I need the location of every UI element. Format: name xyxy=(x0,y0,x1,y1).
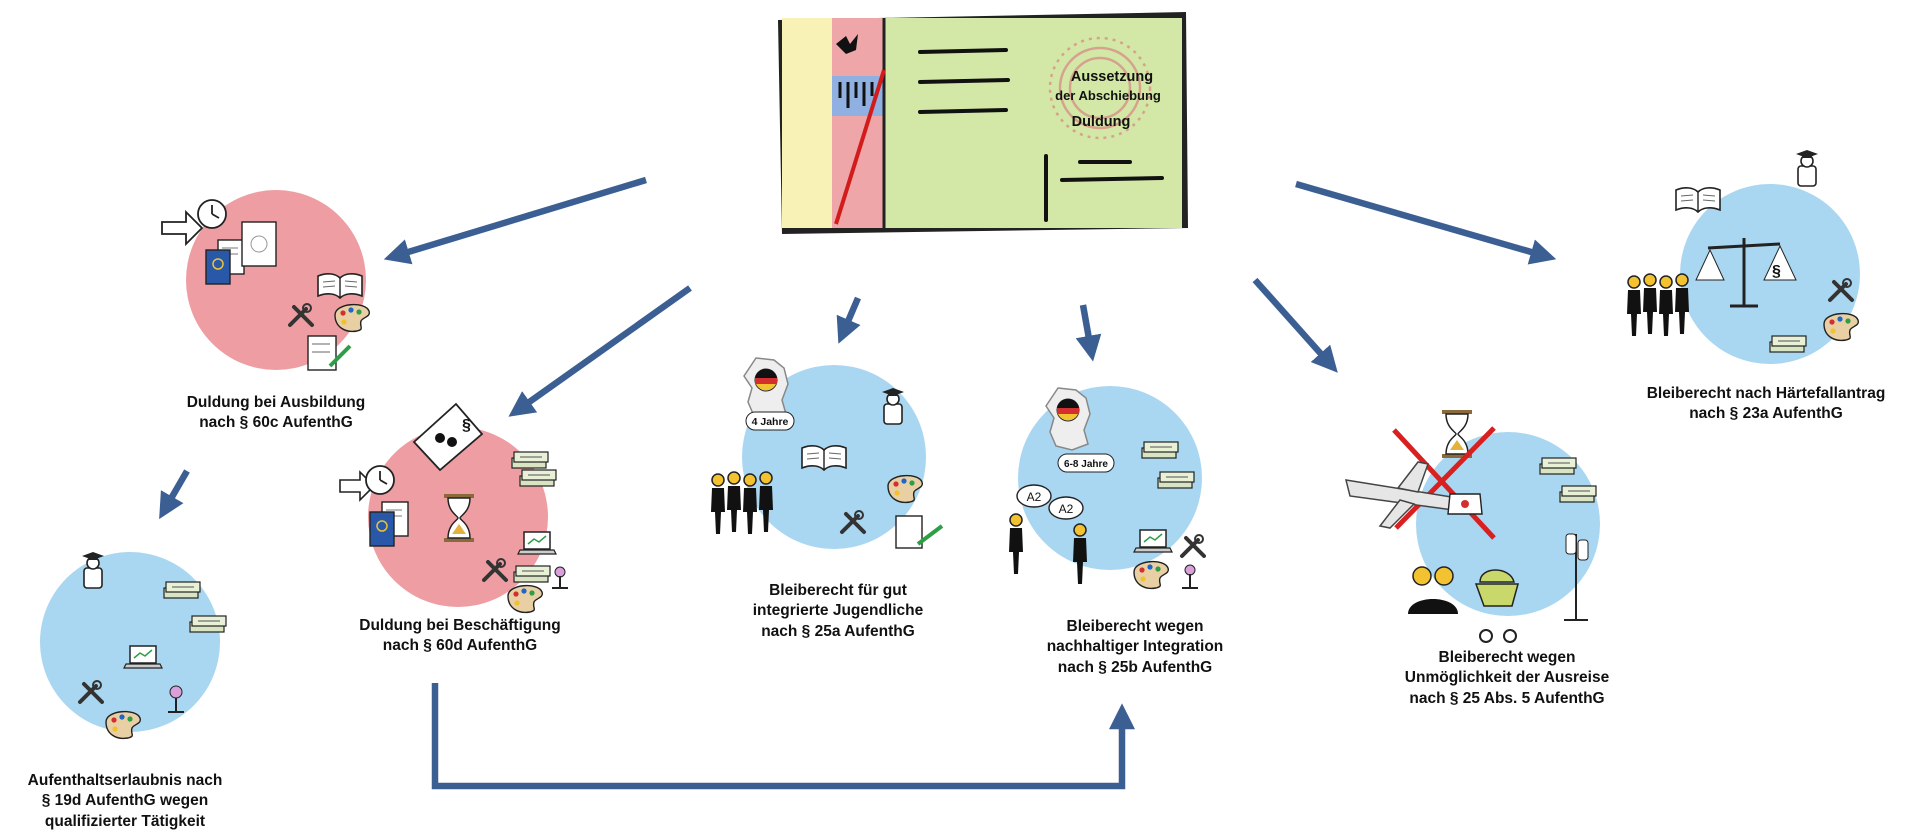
money-icon xyxy=(1769,335,1807,353)
person-icon xyxy=(742,473,758,535)
speech-bubble-icon: A2 xyxy=(1048,496,1084,520)
node-19d xyxy=(40,551,227,740)
clock-icon xyxy=(365,465,395,495)
laptop-icon xyxy=(517,531,557,555)
badge-4-jahre: 4 Jahre xyxy=(745,411,795,431)
book-icon xyxy=(801,445,847,471)
palette-icon xyxy=(1133,560,1170,590)
contract-icon xyxy=(307,335,352,371)
money-icon xyxy=(1539,457,1577,475)
palette-icon xyxy=(507,584,544,614)
badge-6-8-jahre: 6-8 Jahre xyxy=(1057,453,1115,473)
money-icon xyxy=(1559,485,1597,503)
badge-4-jahre-text: 4 Jahre xyxy=(752,416,789,428)
arrow-to-25-5 xyxy=(1252,277,1338,373)
microscope-icon xyxy=(552,566,568,589)
card-line-1: Aussetzung xyxy=(1071,69,1153,85)
arrow-to-25b xyxy=(1075,304,1102,362)
label-19d: Aufenthaltserlaubnis nach § 19d AufenthG… xyxy=(27,772,223,830)
stroller-icon xyxy=(1474,569,1519,643)
money-icon xyxy=(513,565,551,583)
money-icon xyxy=(163,581,201,599)
palette-icon xyxy=(887,474,924,504)
person-icon xyxy=(1642,273,1658,335)
node-beschaeftigung: § xyxy=(339,402,568,614)
person-icon xyxy=(1626,275,1642,337)
person-icon xyxy=(1008,513,1024,575)
person-icon xyxy=(710,473,726,535)
node-25-5-circle xyxy=(1416,432,1600,616)
crossed-out-icon xyxy=(1392,426,1496,540)
scales-of-justice-icon: § xyxy=(1695,238,1797,308)
money-icon xyxy=(189,615,227,633)
person-icon xyxy=(726,471,742,533)
money-icon xyxy=(1157,471,1195,489)
speech-bubble-2-text: A2 xyxy=(1059,502,1074,516)
label-25-5: Bleiberecht wegen Unmöglichkeit der Ausr… xyxy=(1404,649,1610,707)
label-ausbildung: Duldung bei Ausbildung nach § 60c Aufent… xyxy=(186,394,366,432)
svg-text:§: § xyxy=(1772,263,1781,280)
pill-box-icon xyxy=(1447,493,1483,515)
germany-map-icon xyxy=(743,357,789,421)
money-icon xyxy=(1141,441,1179,459)
tools-icon xyxy=(1180,533,1206,558)
label-23a: Bleiberecht nach Härtefallantrag nach § … xyxy=(1646,385,1886,423)
node-23a: § xyxy=(1626,149,1860,364)
person-icon xyxy=(1072,523,1088,585)
node-25a: 4 Jahre xyxy=(710,357,944,549)
clock-icon xyxy=(197,199,227,229)
card-line-2: der Abschiebung xyxy=(1055,88,1161,103)
microscope-icon xyxy=(168,685,184,713)
employment-contract-icon: § xyxy=(412,402,484,472)
arrow-to-19d xyxy=(159,469,190,520)
label-25a: Bleiberecht für gut integrierte Jugendli… xyxy=(752,582,924,640)
palette-icon xyxy=(334,303,371,333)
arrow-60d-to-25b xyxy=(431,683,1135,790)
certificate-icon xyxy=(241,221,277,267)
person-icon xyxy=(1658,275,1674,337)
speech-bubble-1-text: A2 xyxy=(1027,490,1042,504)
hourglass-icon xyxy=(1441,409,1473,459)
node-ausbildung-circle xyxy=(186,190,366,370)
eagle-icon xyxy=(836,34,858,54)
book-icon xyxy=(1675,187,1721,213)
microscope-icon xyxy=(1182,564,1198,589)
speech-bubble-icon: A2 xyxy=(1016,484,1052,508)
palette-icon xyxy=(105,710,142,740)
arrow-to-beschaeftigung xyxy=(508,285,692,417)
card-line-3: Duldung xyxy=(1072,114,1131,130)
arrow-to-25a xyxy=(836,296,861,344)
contract-icon xyxy=(895,515,944,549)
palette-icon xyxy=(1823,312,1860,342)
duldung-document: Aussetzung der Abschiebung Duldung xyxy=(778,12,1188,234)
node-25-5 xyxy=(1344,409,1600,643)
node-ausbildung xyxy=(161,190,371,371)
stamp-seal-icon xyxy=(1048,36,1152,140)
laptop-icon xyxy=(123,645,163,669)
svg-text:§: § xyxy=(462,417,471,434)
arrow-pointer-icon xyxy=(161,209,204,247)
family-icon xyxy=(1408,566,1458,614)
book-icon xyxy=(317,273,363,299)
node-19d-circle xyxy=(40,552,220,732)
money-icon xyxy=(511,451,549,469)
arrow-to-ausbildung xyxy=(383,176,647,265)
person-icon xyxy=(1674,273,1690,335)
laptop-icon xyxy=(1133,529,1173,553)
label-25b: Bleiberecht wegen nachhaltiger Integrati… xyxy=(1046,618,1224,676)
money-icon xyxy=(519,469,557,487)
badge-6-8-jahre-text: 6-8 Jahre xyxy=(1064,459,1108,470)
label-beschaeftigung: Duldung bei Beschäftigung nach § 60d Auf… xyxy=(359,617,561,655)
graduate-icon xyxy=(1795,149,1819,187)
iv-drip-icon xyxy=(1564,533,1589,621)
node-25b: 6-8 Jahre A2 A2 xyxy=(1008,386,1206,590)
arrow-to-23a xyxy=(1295,180,1557,265)
